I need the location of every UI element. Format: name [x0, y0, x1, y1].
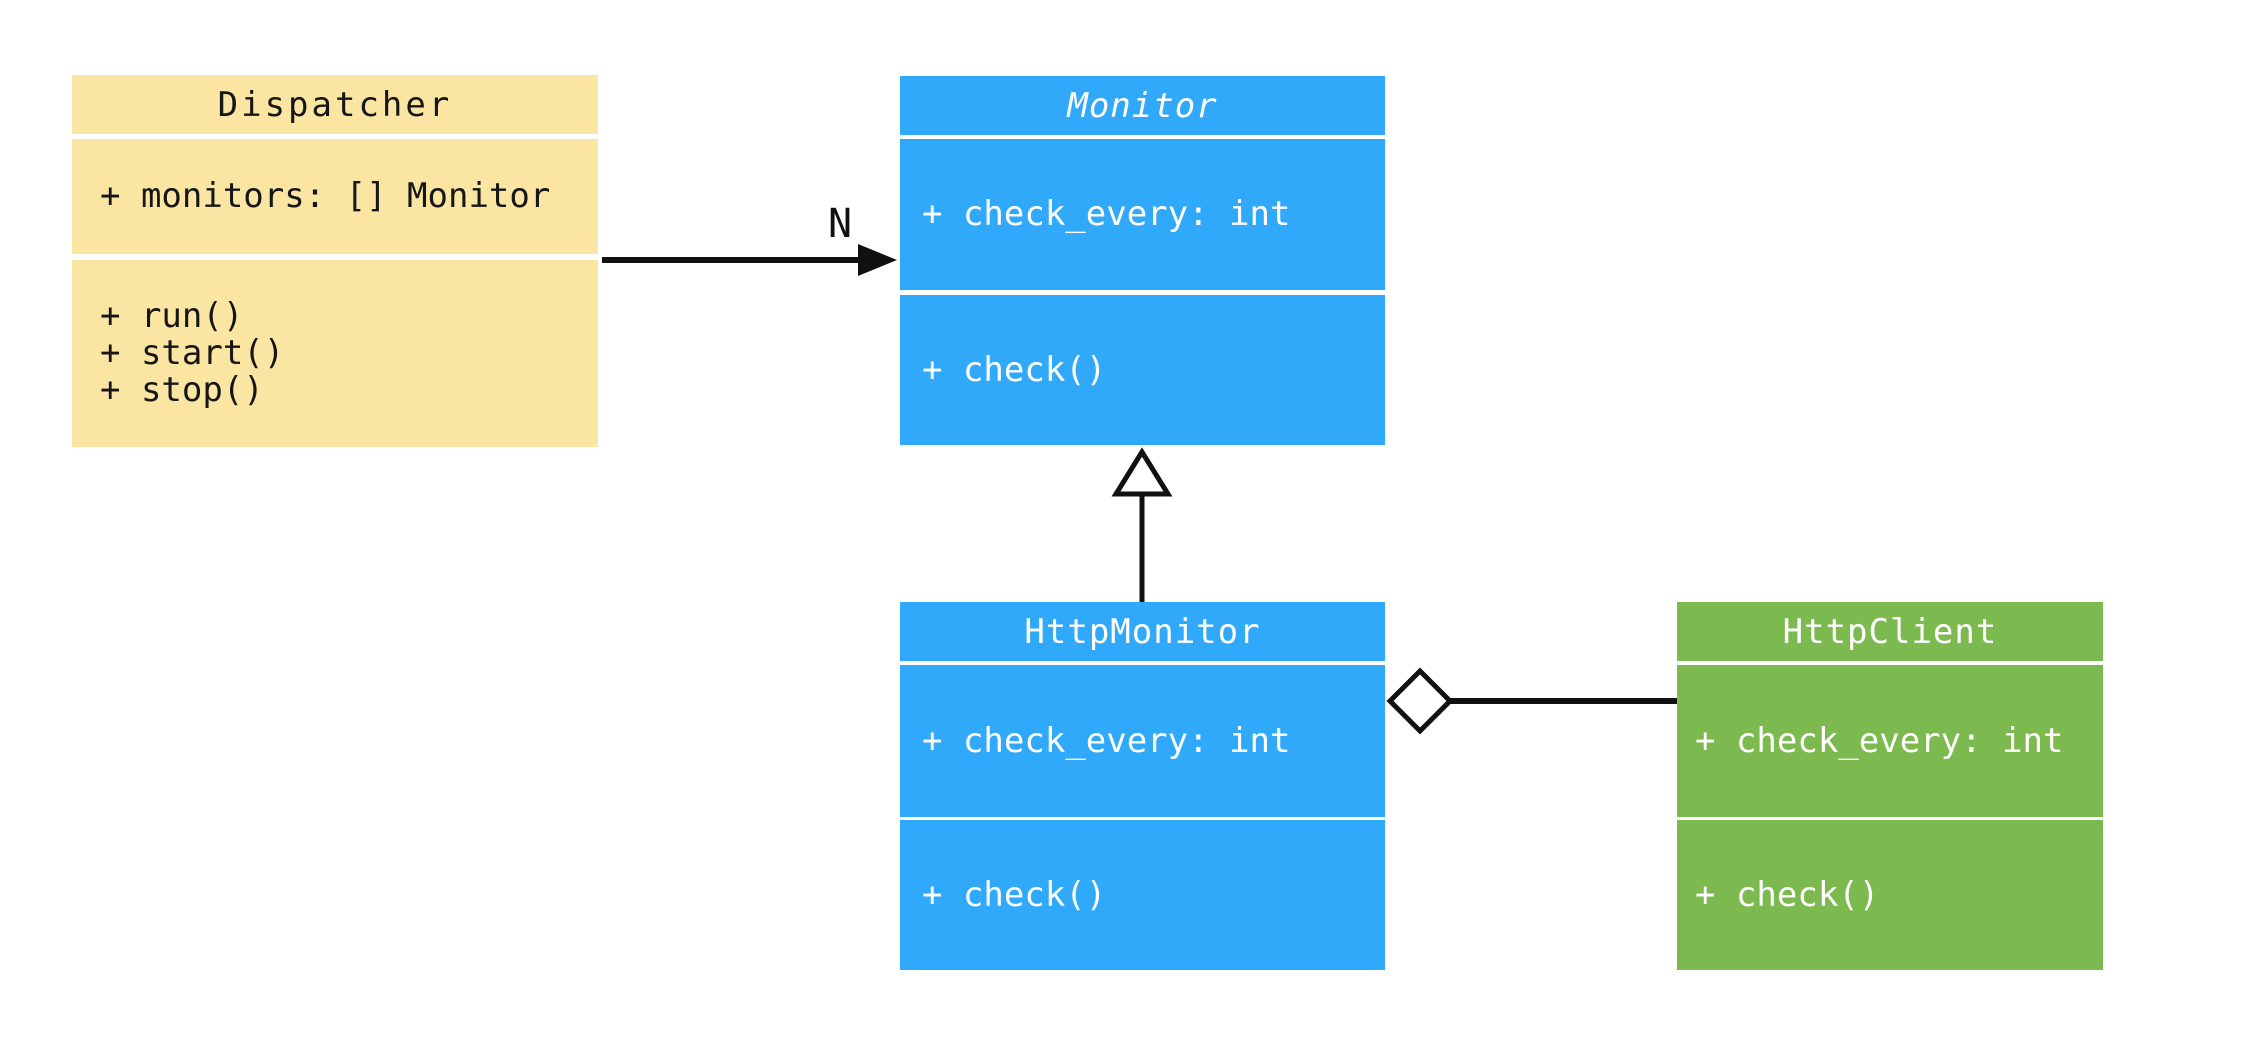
- method-text: + stop(): [100, 370, 264, 410]
- inheritance-triangle-icon: [1111, 447, 1173, 497]
- class-title-row: Dispatcher: [72, 75, 598, 134]
- attribute-text: + check_every: int: [1695, 720, 2064, 761]
- class-attributes-row: + check_every: int: [900, 139, 1385, 290]
- class-box-dispatcher[interactable]: Dispatcher + monitors: [] Monitor + run(…: [72, 75, 598, 447]
- class-box-httpclient[interactable]: HttpClient + check_every: int + check(): [1677, 602, 2103, 970]
- attribute-text: + monitors: [] Monitor: [100, 176, 551, 216]
- class-box-httpmonitor[interactable]: HttpMonitor + check_every: int + check(): [900, 602, 1385, 970]
- method-text: + run(): [100, 296, 244, 336]
- association-arrowhead-icon: [858, 244, 897, 276]
- class-attributes-row: + monitors: [] Monitor: [72, 139, 598, 254]
- class-title-row: HttpClient: [1677, 602, 2103, 661]
- method-text: + start(): [100, 333, 285, 373]
- aggregation-diamond-icon: [1386, 667, 1454, 735]
- class-name-text: Monitor: [1067, 85, 1218, 126]
- class-attributes-row: + check_every: int: [900, 665, 1385, 817]
- method-text: + check(): [922, 349, 1107, 390]
- class-methods-row: + check(): [1677, 820, 2103, 970]
- method-text: + check(): [1695, 874, 1880, 915]
- attribute-text: + check_every: int: [922, 194, 1291, 234]
- class-name-text: HttpMonitor: [1024, 611, 1261, 652]
- class-attributes-row: + check_every: int: [1677, 665, 2103, 817]
- method-text: + check(): [922, 874, 1107, 915]
- class-methods-row: + check(): [900, 295, 1385, 445]
- attribute-text: + check_every: int: [922, 720, 1291, 761]
- class-box-monitor[interactable]: Monitor + check_every: int + check(): [900, 76, 1385, 445]
- class-title-row: Monitor: [900, 76, 1385, 135]
- class-methods-row: + check(): [900, 820, 1385, 970]
- multiplicity-label: N: [828, 201, 853, 247]
- class-name-text: HttpClient: [1782, 611, 1998, 652]
- class-name-text: Dispatcher: [217, 84, 453, 125]
- class-title-row: HttpMonitor: [900, 602, 1385, 661]
- class-methods-row: + run() + start() + stop(): [72, 260, 598, 447]
